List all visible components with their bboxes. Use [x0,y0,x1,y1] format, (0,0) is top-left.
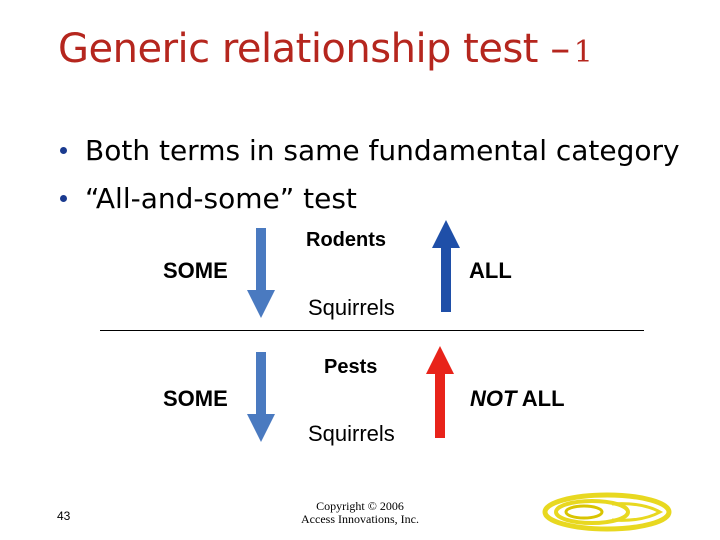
bullet-item: Both terms in same fundamental category [60,132,680,168]
diagram2-some-label: SOME [163,386,228,411]
copyright-line2: Access Innovations, Inc. [301,512,419,526]
diagram2-bottom-term: Squirrels [308,421,395,446]
bullet-dot-icon [60,146,67,154]
diagram1-all-label: ALL [469,258,512,283]
bullet-text: Both terms in same fundamental category [85,133,680,167]
bullet-dot-icon [60,194,67,202]
bullet-item: “All-and-some” test [60,180,357,216]
diagram2-not-emphasis: NOT [470,386,517,411]
diagram2-up-arrow-icon [426,346,454,438]
diagram1-top-term: Rodents [306,229,386,251]
diagram2-not-all-label: NOT ALL [470,386,565,412]
diagram1-down-arrow-icon [247,228,275,318]
slide-title-number: 1 [573,35,593,70]
slide-title: Generic relationship test –1 [58,26,593,72]
copyright-line1: Copyright © 2006 [316,499,404,513]
copyright-notice: Copyright © 2006 Access Innovations, Inc… [300,500,420,526]
diagram1-bottom-term: Squirrels [308,295,395,320]
slide-number: 43 [57,509,71,523]
bullet-text: “All-and-some” test [85,181,357,215]
diagram2-all-text: ALL [516,386,565,411]
diagram2-down-arrow-icon [247,352,275,442]
slide-title-text: Generic relationship test – [58,26,570,72]
diagram1-some-label: SOME [163,258,228,283]
access-innovations-logo-icon [542,492,672,532]
diagram1-up-arrow-icon [432,220,460,312]
diagram2-top-term: Pests [324,356,378,378]
section-divider [100,330,644,331]
